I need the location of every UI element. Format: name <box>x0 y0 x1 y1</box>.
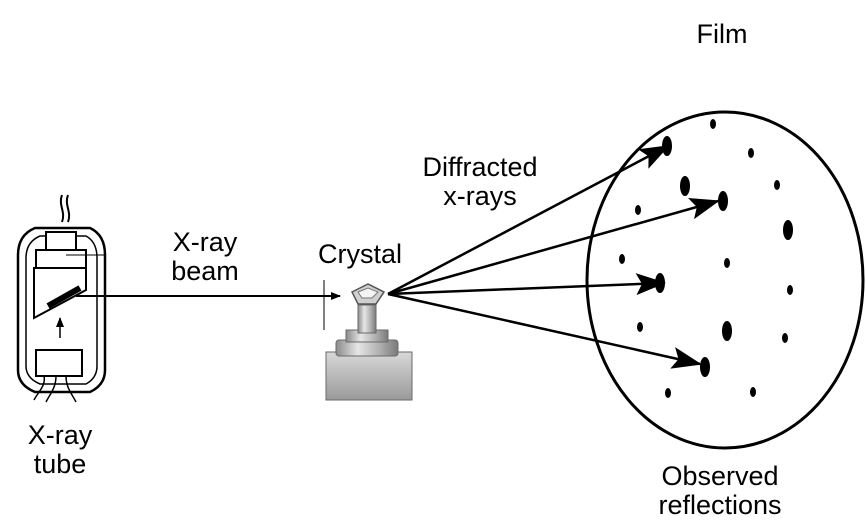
x-ray-tube-icon <box>16 194 107 403</box>
film-label: Film <box>696 19 748 49</box>
observed-reflections-label: Observed reflections <box>635 462 805 520</box>
tube-label-line1: X-ray <box>27 420 93 450</box>
reflection-spot <box>637 322 643 332</box>
reflection-spot <box>665 388 671 398</box>
crystal-label: Crystal <box>317 239 402 269</box>
beam-label-line2: beam <box>171 256 239 286</box>
reflection-spot <box>774 180 780 190</box>
film-plate <box>585 110 865 450</box>
reflection-spot <box>635 205 641 215</box>
diffracted-label-line2: x-rays <box>443 181 517 211</box>
diffracted-ray <box>387 273 666 296</box>
reflection-spot <box>662 136 672 156</box>
beam-label-line1: X-ray <box>172 227 238 257</box>
crystal-goniometer-icon <box>325 283 413 401</box>
diffracted-x-ray-arrows <box>387 144 720 369</box>
reflection-spots <box>619 119 793 398</box>
reflection-spot <box>718 191 728 211</box>
reflection-spot <box>782 333 788 343</box>
reflection-spot <box>750 387 756 397</box>
diffracted-label-line1: Diffracted <box>422 152 538 182</box>
reflection-spot <box>787 285 793 295</box>
reflection-spot <box>710 119 716 129</box>
observed-label-line2: reflections <box>658 490 782 520</box>
reflection-spot <box>655 273 665 293</box>
reflection-spot <box>748 148 754 158</box>
reflection-spot <box>619 254 625 264</box>
x-ray-beam-label: X-ray beam <box>150 228 260 286</box>
observed-label-line1: Observed <box>661 461 779 491</box>
diffracted-ray <box>387 292 702 369</box>
diffracted-ray <box>387 198 720 296</box>
diffracted-ray <box>387 144 670 296</box>
reflection-spot <box>724 258 730 268</box>
reflection-spot <box>722 321 732 341</box>
x-ray-tube-label: X-ray tube <box>5 421 115 479</box>
reflection-spot <box>783 220 793 240</box>
diffracted-x-rays-label: Diffracted x-rays <box>400 153 560 211</box>
tube-label-line2: tube <box>33 449 87 479</box>
reflection-spot <box>680 176 690 196</box>
reflection-spot <box>700 357 710 377</box>
